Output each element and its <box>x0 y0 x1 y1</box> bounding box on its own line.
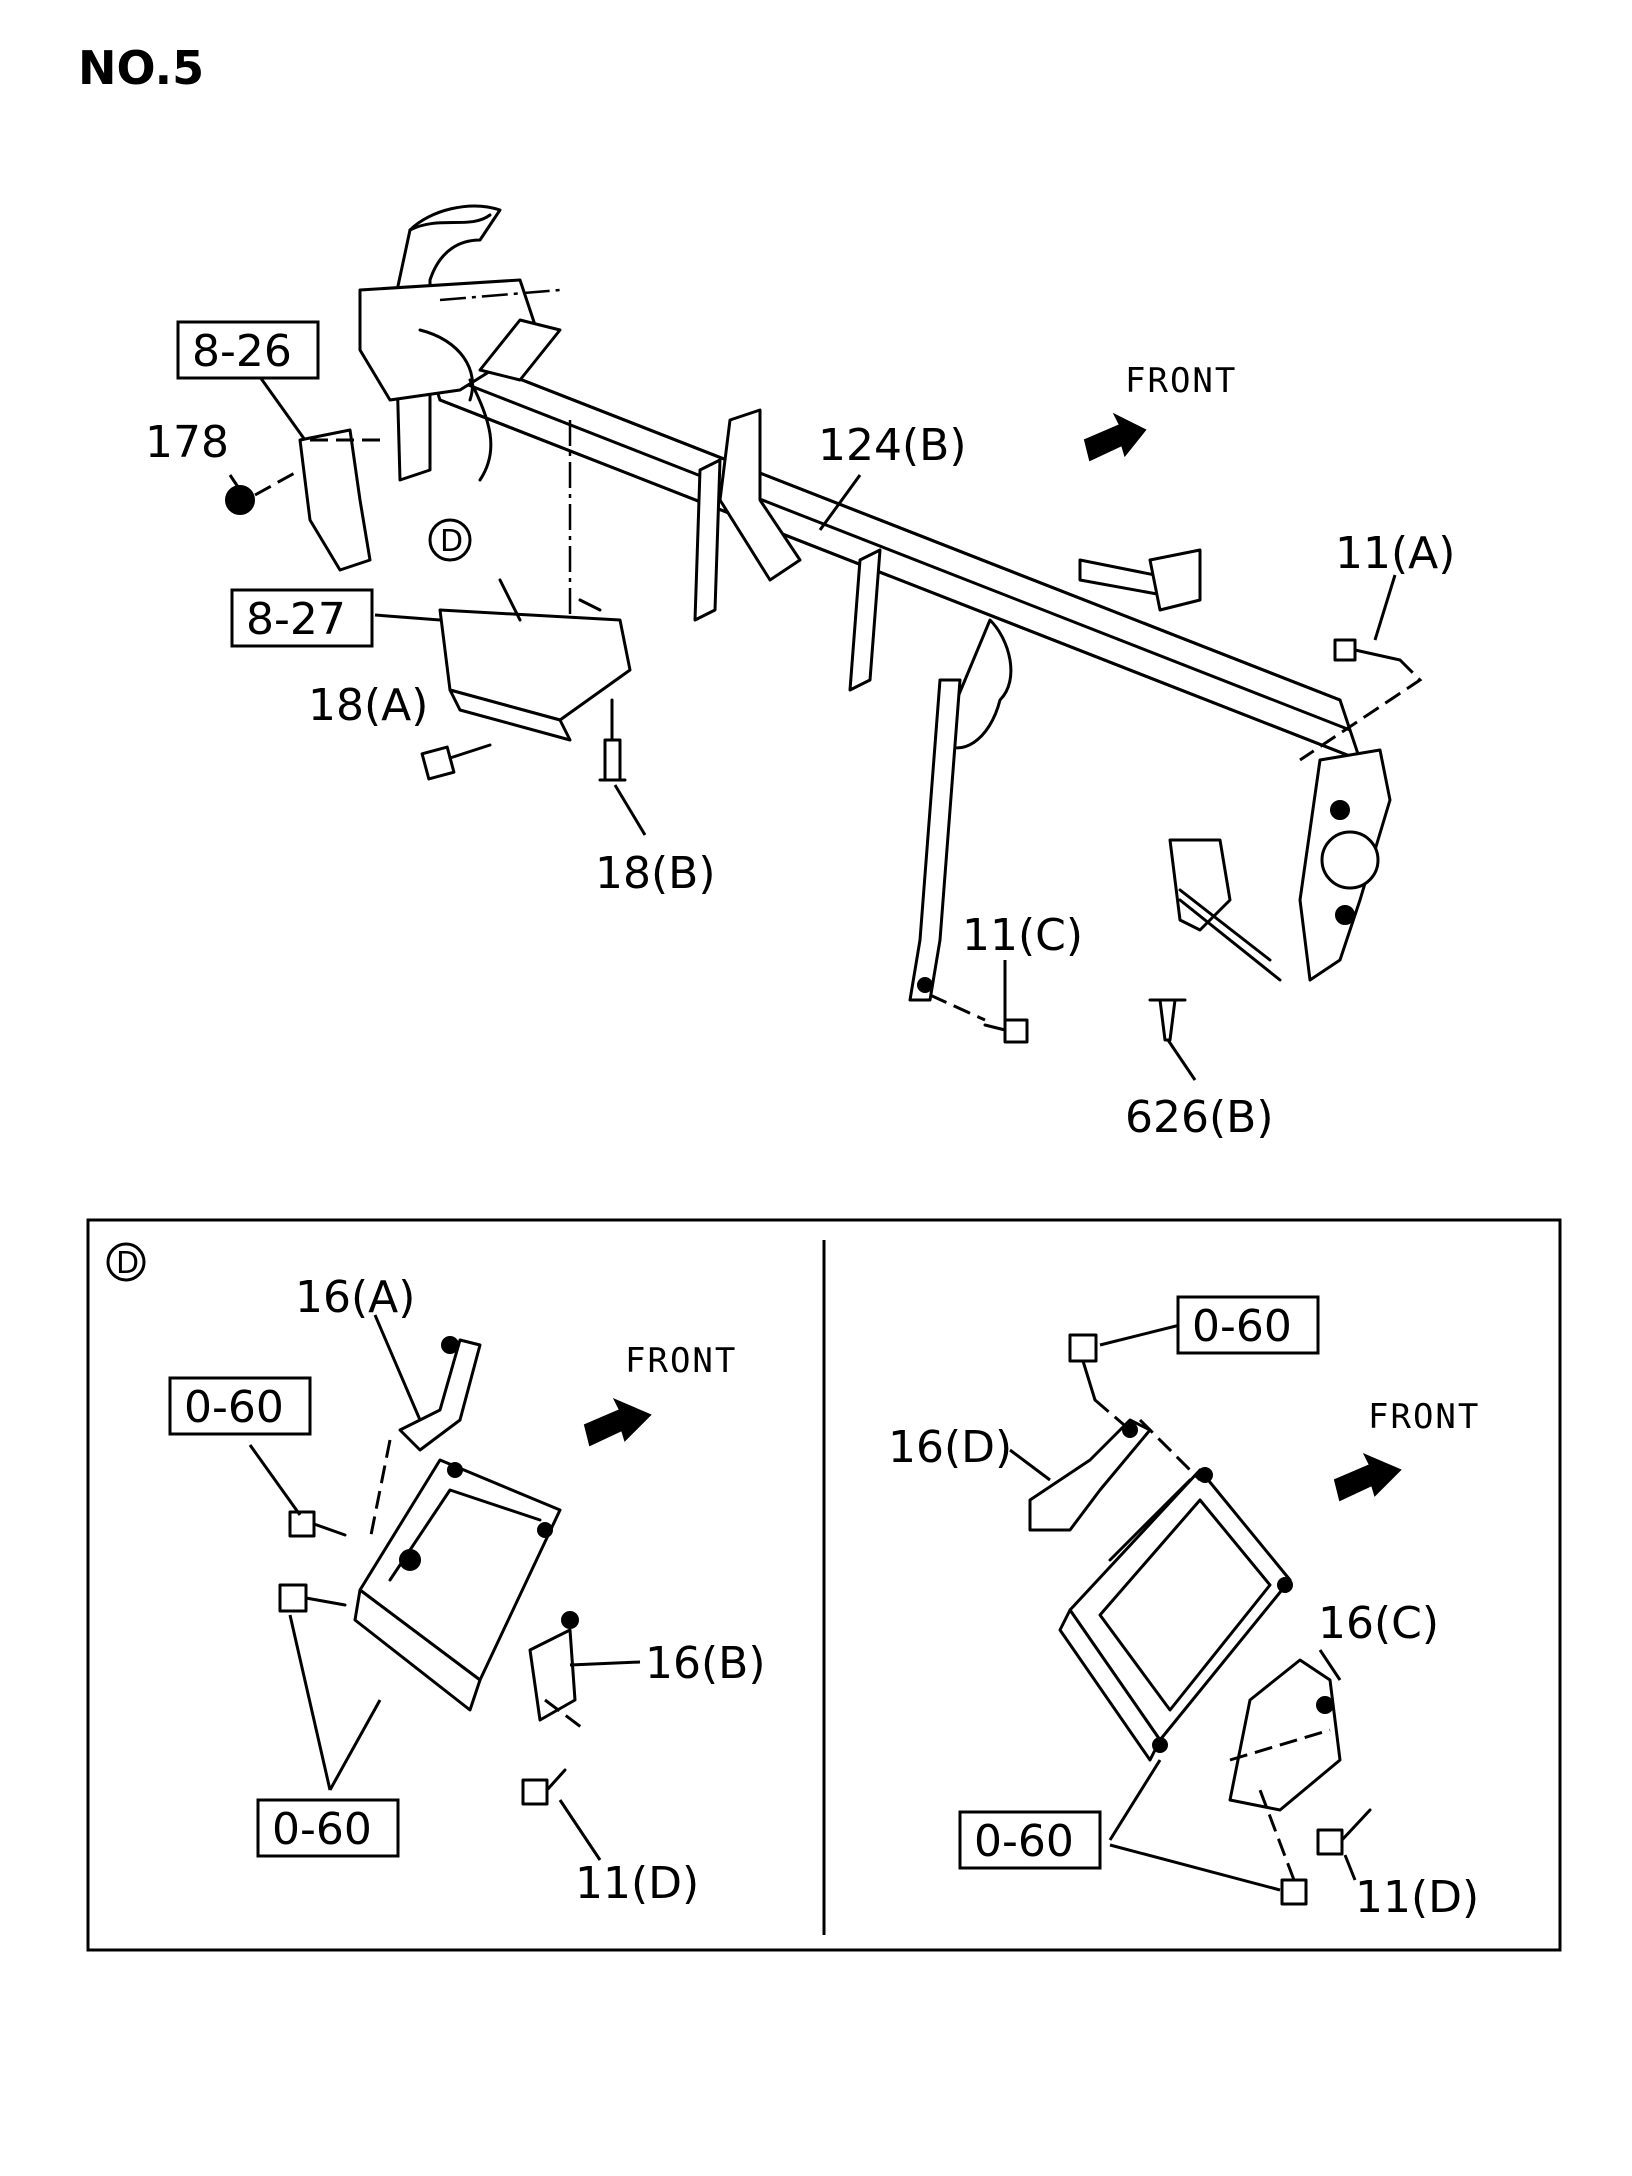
callout-11a: 11(A) <box>1335 528 1455 579</box>
svg-text:8-26: 8-26 <box>192 326 292 377</box>
detail-d-marker: D <box>428 518 472 562</box>
callout-16c: 16(C) <box>1318 1598 1439 1649</box>
callout-0-60-left-top: 0-60 <box>168 1376 312 1436</box>
main-assembly: FRONT D 8-26 178 8-27 18(A) 18(B) 124(B)… <box>145 204 1455 1143</box>
bolt-11c <box>929 993 1029 1044</box>
cross-car-beam <box>393 204 1392 1002</box>
svg-text:0-60: 0-60 <box>272 1804 372 1855</box>
detail-panel: D F <box>86 1218 1562 1952</box>
svg-text:0-60: 0-60 <box>974 1816 1074 1867</box>
callout-0-60-right-bottom: 0-60 <box>958 1810 1102 1870</box>
bolt-18a <box>420 743 492 781</box>
callout-0-60-right-top: 0-60 <box>1176 1295 1320 1355</box>
callout-8-26: 8-26 <box>176 320 320 380</box>
front-label-left: FRONT <box>625 1341 737 1381</box>
svg-text:D: D <box>116 1246 139 1281</box>
detail-left: FRONT 16(A) 0-60 0-60 16(B) 11(D) <box>168 1272 766 1909</box>
steering-bracket <box>358 278 562 482</box>
callout-16d: 16(D) <box>888 1422 1012 1473</box>
callout-8-27: 8-27 <box>230 588 374 648</box>
callout-124b: 124(B) <box>818 420 967 471</box>
clip-626b <box>1148 898 1282 1042</box>
nut-178 <box>225 468 301 515</box>
detail-right: FRONT 0-60 16(D) 16(C) 0-60 11(D) <box>888 1295 1480 1923</box>
callout-18a: 18(A) <box>308 680 428 731</box>
callout-18b: 18(B) <box>595 848 716 899</box>
module-8-27 <box>438 420 632 742</box>
front-arrow-main: FRONT <box>1083 361 1237 462</box>
callout-11d-left: 11(D) <box>575 1858 699 1909</box>
svg-text:0-60: 0-60 <box>184 1382 284 1433</box>
callout-11d-right: 11(D) <box>1355 1872 1479 1923</box>
bracket-8-26 <box>298 428 380 572</box>
callout-16b: 16(B) <box>645 1638 766 1689</box>
callout-178: 178 <box>145 417 229 468</box>
callout-626b: 626(B) <box>1125 1092 1274 1143</box>
detail-d-label: D <box>106 1242 146 1282</box>
front-label-main: FRONT <box>1125 361 1237 401</box>
front-label-right: FRONT <box>1368 1397 1480 1437</box>
callout-16a: 16(A) <box>295 1272 415 1323</box>
svg-text:8-27: 8-27 <box>246 594 346 645</box>
bolt-11a <box>1299 638 1423 762</box>
callout-0-60-left-bottom: 0-60 <box>256 1798 400 1858</box>
page-title: NO.5 <box>78 41 204 95</box>
callout-11c: 11(C) <box>962 910 1083 961</box>
clip-18b <box>598 698 627 782</box>
svg-text:D: D <box>440 524 463 559</box>
svg-text:0-60: 0-60 <box>1192 1301 1292 1352</box>
